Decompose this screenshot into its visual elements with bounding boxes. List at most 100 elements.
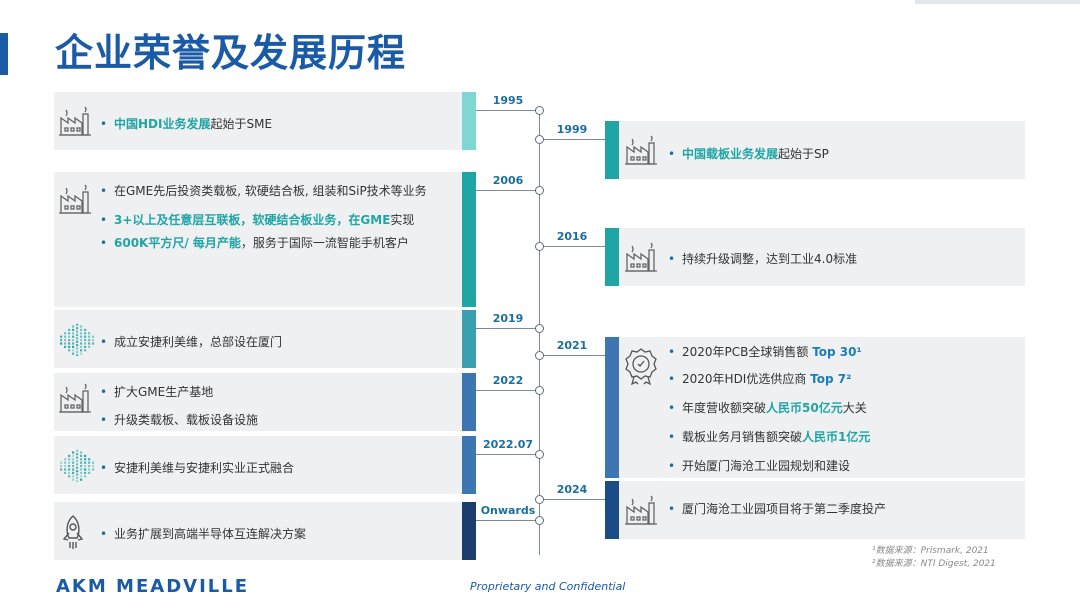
bullet-dot-icon: • bbox=[100, 412, 114, 428]
left-milestone-bullet: •600K平方尺/ 每月产能，服务于国际一流智能手机客户 bbox=[100, 235, 409, 251]
right-milestone-bullet: •持续升级调整，达到工业4.0标准 bbox=[668, 251, 857, 267]
bullet-dot-icon: • bbox=[668, 400, 682, 416]
bullet-dot-icon: • bbox=[668, 458, 682, 474]
bullet-dot-icon: • bbox=[668, 371, 682, 387]
timeline-node bbox=[535, 135, 544, 144]
factory-icon bbox=[624, 133, 658, 171]
bullet-text: 3+以上及任意层互联板，软硬结合板业务，在GME bbox=[114, 213, 390, 227]
milestone-year: Onwards bbox=[480, 504, 536, 517]
bullet-text: 起始于SME bbox=[210, 117, 272, 131]
timeline-connector bbox=[540, 246, 605, 247]
bullet-text: 2020年PCB全球销售额 bbox=[682, 345, 812, 359]
factory-icon bbox=[58, 104, 92, 142]
timeline-node bbox=[535, 495, 544, 504]
milestone-year: 2021 bbox=[544, 339, 600, 352]
left-milestone-bullet: •安捷利美维与安捷利实业正式融合 bbox=[100, 460, 294, 476]
bullet-text: 起始于SP bbox=[778, 147, 829, 161]
bullet-text: 开始厦门海沧工业园规划和建设 bbox=[682, 459, 850, 473]
left-milestone-bullet: •成立安捷利美维，总部设在厦门 bbox=[100, 334, 282, 350]
bullet-dot-icon: • bbox=[668, 429, 682, 445]
right-milestone-bullet: •载板业务月销售额突破人民币1亿元 bbox=[668, 429, 870, 445]
bullet-text: 年度营收额突破 bbox=[682, 401, 766, 415]
bullet-text: ，服务于国际一流智能手机客户 bbox=[241, 236, 409, 250]
timeline-connector bbox=[476, 454, 540, 455]
bullet-text: 在GME先后投资类载板, 软硬结合板, 组装和SiP技术等业务 bbox=[114, 184, 427, 198]
timeline-node bbox=[535, 186, 544, 195]
factory-icon bbox=[624, 493, 658, 531]
timeline-connector bbox=[476, 110, 540, 111]
left-milestone-strip bbox=[462, 172, 476, 307]
milestone-year: 1995 bbox=[480, 94, 536, 107]
bullet-text: 安捷利美维与安捷利实业正式融合 bbox=[114, 461, 294, 475]
left-milestone-strip bbox=[462, 502, 476, 560]
right-milestone-strip bbox=[605, 337, 619, 478]
timeline-connector bbox=[476, 190, 540, 191]
bullet-dot-icon: • bbox=[100, 183, 114, 199]
bullet-text: 扩大GME生产基地 bbox=[114, 385, 213, 399]
milestone-year: 2022.07 bbox=[480, 438, 536, 451]
timeline-node bbox=[535, 106, 544, 115]
timeline-connector bbox=[476, 328, 540, 329]
bullet-text: 人民币1亿元 bbox=[802, 430, 870, 444]
left-milestone-strip bbox=[462, 436, 476, 494]
timeline-connector bbox=[540, 355, 605, 356]
timeline-connector bbox=[540, 499, 605, 500]
title-accent-bar bbox=[0, 33, 8, 75]
bullet-text: Top 7² bbox=[810, 372, 851, 386]
bullet-text: 载板业务月销售额突破 bbox=[682, 430, 802, 444]
left-milestone-strip bbox=[462, 310, 476, 368]
left-milestone-bullet: •中国HDI业务发展起始于SME bbox=[100, 116, 272, 132]
bullet-text: Top 30¹ bbox=[812, 345, 862, 359]
milestone-year: 2024 bbox=[544, 483, 600, 496]
bullet-text: 实现 bbox=[390, 213, 414, 227]
confidential-note: Proprietary and Confidential bbox=[470, 580, 625, 593]
source-note-1: ¹数据来源：Prismark, 2021 bbox=[872, 543, 989, 556]
dot-matrix-icon bbox=[58, 448, 98, 486]
bullet-dot-icon: • bbox=[668, 501, 682, 517]
bullet-text: 中国HDI业务发展 bbox=[114, 117, 210, 131]
bullet-text: 2020年HDI优选供应商 bbox=[682, 372, 810, 386]
timeline-connector bbox=[476, 520, 540, 521]
timeline-connector bbox=[540, 139, 605, 140]
timeline-node bbox=[535, 324, 544, 333]
bullet-dot-icon: • bbox=[100, 235, 114, 251]
milestone-year: 2019 bbox=[480, 312, 536, 325]
bullet-dot-icon: • bbox=[100, 116, 114, 132]
milestone-year: 2022 bbox=[480, 374, 536, 387]
milestone-year: 2006 bbox=[480, 174, 536, 187]
timeline-node bbox=[535, 450, 544, 459]
bullet-text: 持续升级调整，达到工业4.0标准 bbox=[682, 252, 857, 266]
bullet-dot-icon: • bbox=[100, 526, 114, 542]
timeline-node bbox=[535, 386, 544, 395]
timeline-node bbox=[535, 516, 544, 525]
bullet-text: 成立安捷利美维，总部设在厦门 bbox=[114, 335, 282, 349]
bullet-dot-icon: • bbox=[100, 212, 114, 228]
timeline-node bbox=[535, 242, 544, 251]
right-milestone-strip bbox=[605, 481, 619, 539]
rocket-icon bbox=[58, 514, 88, 554]
right-milestone-bullet: •开始厦门海沧工业园规划和建设 bbox=[668, 458, 850, 474]
bullet-dot-icon: • bbox=[100, 334, 114, 350]
bullet-text: 中国载板业务发展 bbox=[682, 147, 778, 161]
timeline-node bbox=[535, 351, 544, 360]
corner-decoration bbox=[915, 0, 1080, 4]
left-milestone-bullet: •升级类载板、载板设备设施 bbox=[100, 412, 258, 428]
left-milestone-strip bbox=[462, 373, 476, 431]
bullet-text: 600K平方尺/ 每月产能 bbox=[114, 236, 241, 250]
bullet-text: 业务扩展到高端半导体互连解决方案 bbox=[114, 527, 306, 541]
bullet-text: 人民币50亿元 bbox=[766, 401, 843, 415]
left-milestone-bullet: •扩大GME生产基地 bbox=[100, 384, 213, 400]
source-note-2: ²数据来源：NTI Digest, 2021 bbox=[872, 556, 996, 569]
factory-icon bbox=[58, 182, 92, 220]
bullet-dot-icon: • bbox=[100, 384, 114, 400]
right-milestone-bullet: •2020年HDI优选供应商 Top 7² bbox=[668, 371, 851, 387]
right-milestone-bullet: •厦门海沧工业园项目将于第二季度投产 bbox=[668, 501, 886, 517]
right-milestone-bullet: •2020年PCB全球销售额 Top 30¹ bbox=[668, 344, 862, 360]
factory-icon bbox=[624, 240, 658, 278]
left-milestone-strip bbox=[462, 92, 476, 150]
award-medal-icon bbox=[624, 347, 658, 389]
left-milestone-bullet: •业务扩展到高端半导体互连解决方案 bbox=[100, 526, 306, 542]
bullet-text: 厦门海沧工业园项目将于第二季度投产 bbox=[682, 502, 886, 516]
bullet-text: 升级类载板、载板设备设施 bbox=[114, 413, 258, 427]
page-title: 企业荣誉及发展历程 bbox=[55, 22, 406, 77]
